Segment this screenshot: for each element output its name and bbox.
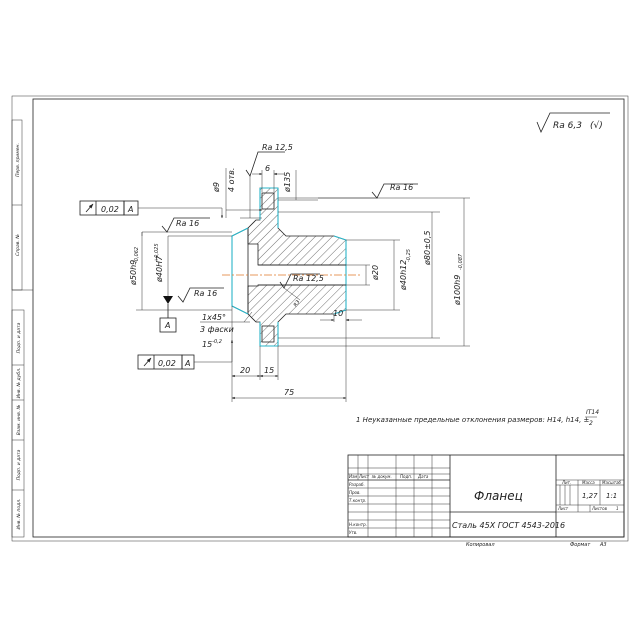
dim-len10-label: 10 (333, 309, 343, 318)
tolerance-top-value: 0,02 (101, 205, 119, 214)
title-block: Изм Лист № докум. Подп. Дата Разраб. Про… (347, 454, 625, 548)
tb-mass-value: 1,27 (582, 492, 598, 500)
general-roughness-suffix: (√) (590, 120, 603, 131)
tb-mass-label: Масса (582, 480, 595, 485)
roughness-left: Ra 16 (142, 217, 232, 233)
dim-d20-label: ø20 (371, 265, 380, 281)
chamfer-size: 1х45° (202, 313, 226, 322)
tolerance-bottom-datum: A (184, 359, 190, 368)
dim-pcd: ø135 (278, 170, 318, 201)
tb-sheets-value: 1 (616, 506, 619, 511)
dim-d50: ø50h9 -0,062 (129, 232, 232, 311)
strip-label: Справ. № (15, 234, 21, 256)
dim-len20-label: 20 (240, 366, 250, 375)
roughness-top-label: Ra 12,5 (262, 143, 293, 152)
strip-label: Подп. и дата (16, 322, 22, 353)
tolerance-top-datum: A (127, 205, 133, 214)
dim-d50-sub: -0,062 (134, 247, 140, 263)
dim-d40: ø40h12 -0,25 (346, 239, 412, 311)
roughness-right: Ra 16 (278, 183, 418, 199)
dim-r3: R3 (293, 299, 302, 308)
dim-d50-label: ø50h9 (129, 260, 138, 286)
tb-header: Изм (349, 474, 357, 479)
dim-d40H7: ø40H7 +0,025 (154, 235, 232, 300)
note-frac-den: 2 (589, 420, 593, 427)
dim-holes: ø9 4 отв. (212, 168, 263, 219)
tb-role: Т.контр. (349, 498, 366, 503)
tb-role: Разраб. (349, 482, 365, 487)
tb-header: Подп. (400, 474, 412, 479)
tb-role: Н.контр. (349, 522, 367, 527)
tb-part-name: Фланец (474, 489, 523, 503)
dim-d100: ø100h9 -0,087 (278, 197, 470, 347)
tb-format-value: А3 (599, 542, 607, 548)
tb-role: Пров. (349, 490, 361, 495)
general-roughness: Ra 6,3 (√) (536, 112, 610, 133)
dim-len10: 10 (320, 309, 362, 322)
tb-scale-value: 1:1 (606, 492, 617, 500)
left-strip: Перв. примен. Справ. № Подп. и дата Инв.… (11, 119, 33, 538)
tolerance-frame-top: 0,02 A (79, 200, 224, 219)
tb-copied: Копировал (466, 542, 495, 548)
dim-d80: ø80±0,5 (278, 211, 440, 339)
roughness-base-label: Ra 16 (194, 289, 217, 298)
strip-label: Инв. № дубл. (16, 368, 22, 399)
note-frac-num: IT14 (586, 409, 599, 416)
dim-holes-count: 4 отв. (227, 168, 236, 192)
roughness-base: Ra 16 (177, 287, 224, 303)
strip-label: Подп. и дата (16, 449, 22, 480)
dim-d100-sub: -0,087 (458, 253, 464, 270)
outer-frame (11, 95, 629, 542)
strip-label: Перв. примен. (15, 143, 21, 177)
tb-lit-label: Лит. (561, 480, 571, 485)
tb-header: № докум. (371, 474, 392, 479)
tb-sheet-label: Лист (557, 506, 569, 511)
general-roughness-label: Ra 6,3 (553, 121, 582, 131)
dim-bottom: 20 15 75 (231, 306, 347, 402)
dim-d40-label: ø40h12 (399, 260, 408, 291)
tb-format-label: Формат (570, 542, 591, 548)
strip-label: Взам. инв. № (16, 404, 22, 435)
tb-material: Сталь 45Х ГОСТ 4543-2016 (452, 521, 565, 530)
part-section (222, 187, 360, 347)
tb-role: Утв. (349, 530, 357, 535)
roughness-bore-label: Ra 12,5 (293, 274, 324, 283)
chamfer-tolerance: 15-0,2 (202, 339, 222, 349)
inner-frame (32, 98, 625, 538)
roughness-right-label: Ra 16 (390, 183, 413, 192)
tb-header: Дата (417, 474, 429, 479)
chamfer-count: 3 фаски (200, 325, 234, 334)
dim-d40H7-label: ø40H7 (155, 255, 164, 283)
tolerance-bottom-value: 0,02 (158, 359, 176, 368)
dim-d80-label: ø80±0,5 (423, 231, 432, 267)
datum-a: A (159, 296, 177, 333)
chamfer-callout: 1х45° 3 фаски 15-0,2 (200, 311, 253, 349)
dim-hole-dia: ø9 (212, 182, 221, 193)
dim-d40H7-sup: +0,025 (154, 243, 160, 262)
dim-d40-sub: -0,25 (406, 249, 412, 262)
strip-label: Инв. № подл. (16, 498, 22, 529)
dim-d20: ø20 (346, 264, 380, 286)
roughness-left-label: Ra 16 (176, 219, 199, 228)
note-text: 1 Неуказанные предельные отклонения разм… (356, 416, 590, 424)
dim-slot-label: 6 (265, 164, 270, 173)
dim-pcd-label: ø135 (283, 172, 292, 193)
dim-slot: 6 (252, 164, 284, 192)
tb-sheets-label: Листов (591, 506, 608, 511)
tb-header: Лист (358, 474, 370, 479)
datum-a-label: A (164, 321, 170, 330)
roughness-bore: Ra 12,5 R3 (279, 273, 324, 308)
dim-len15-label: 15 (264, 366, 274, 375)
tb-scale-label: Масштаб (602, 480, 622, 485)
dim-d100-label: ø100h9 (453, 275, 462, 306)
roughness-top: Ra 12,5 (245, 143, 293, 218)
dim-len75-label: 75 (284, 388, 294, 397)
technical-note: 1 Неуказанные предельные отклонения разм… (356, 409, 599, 427)
